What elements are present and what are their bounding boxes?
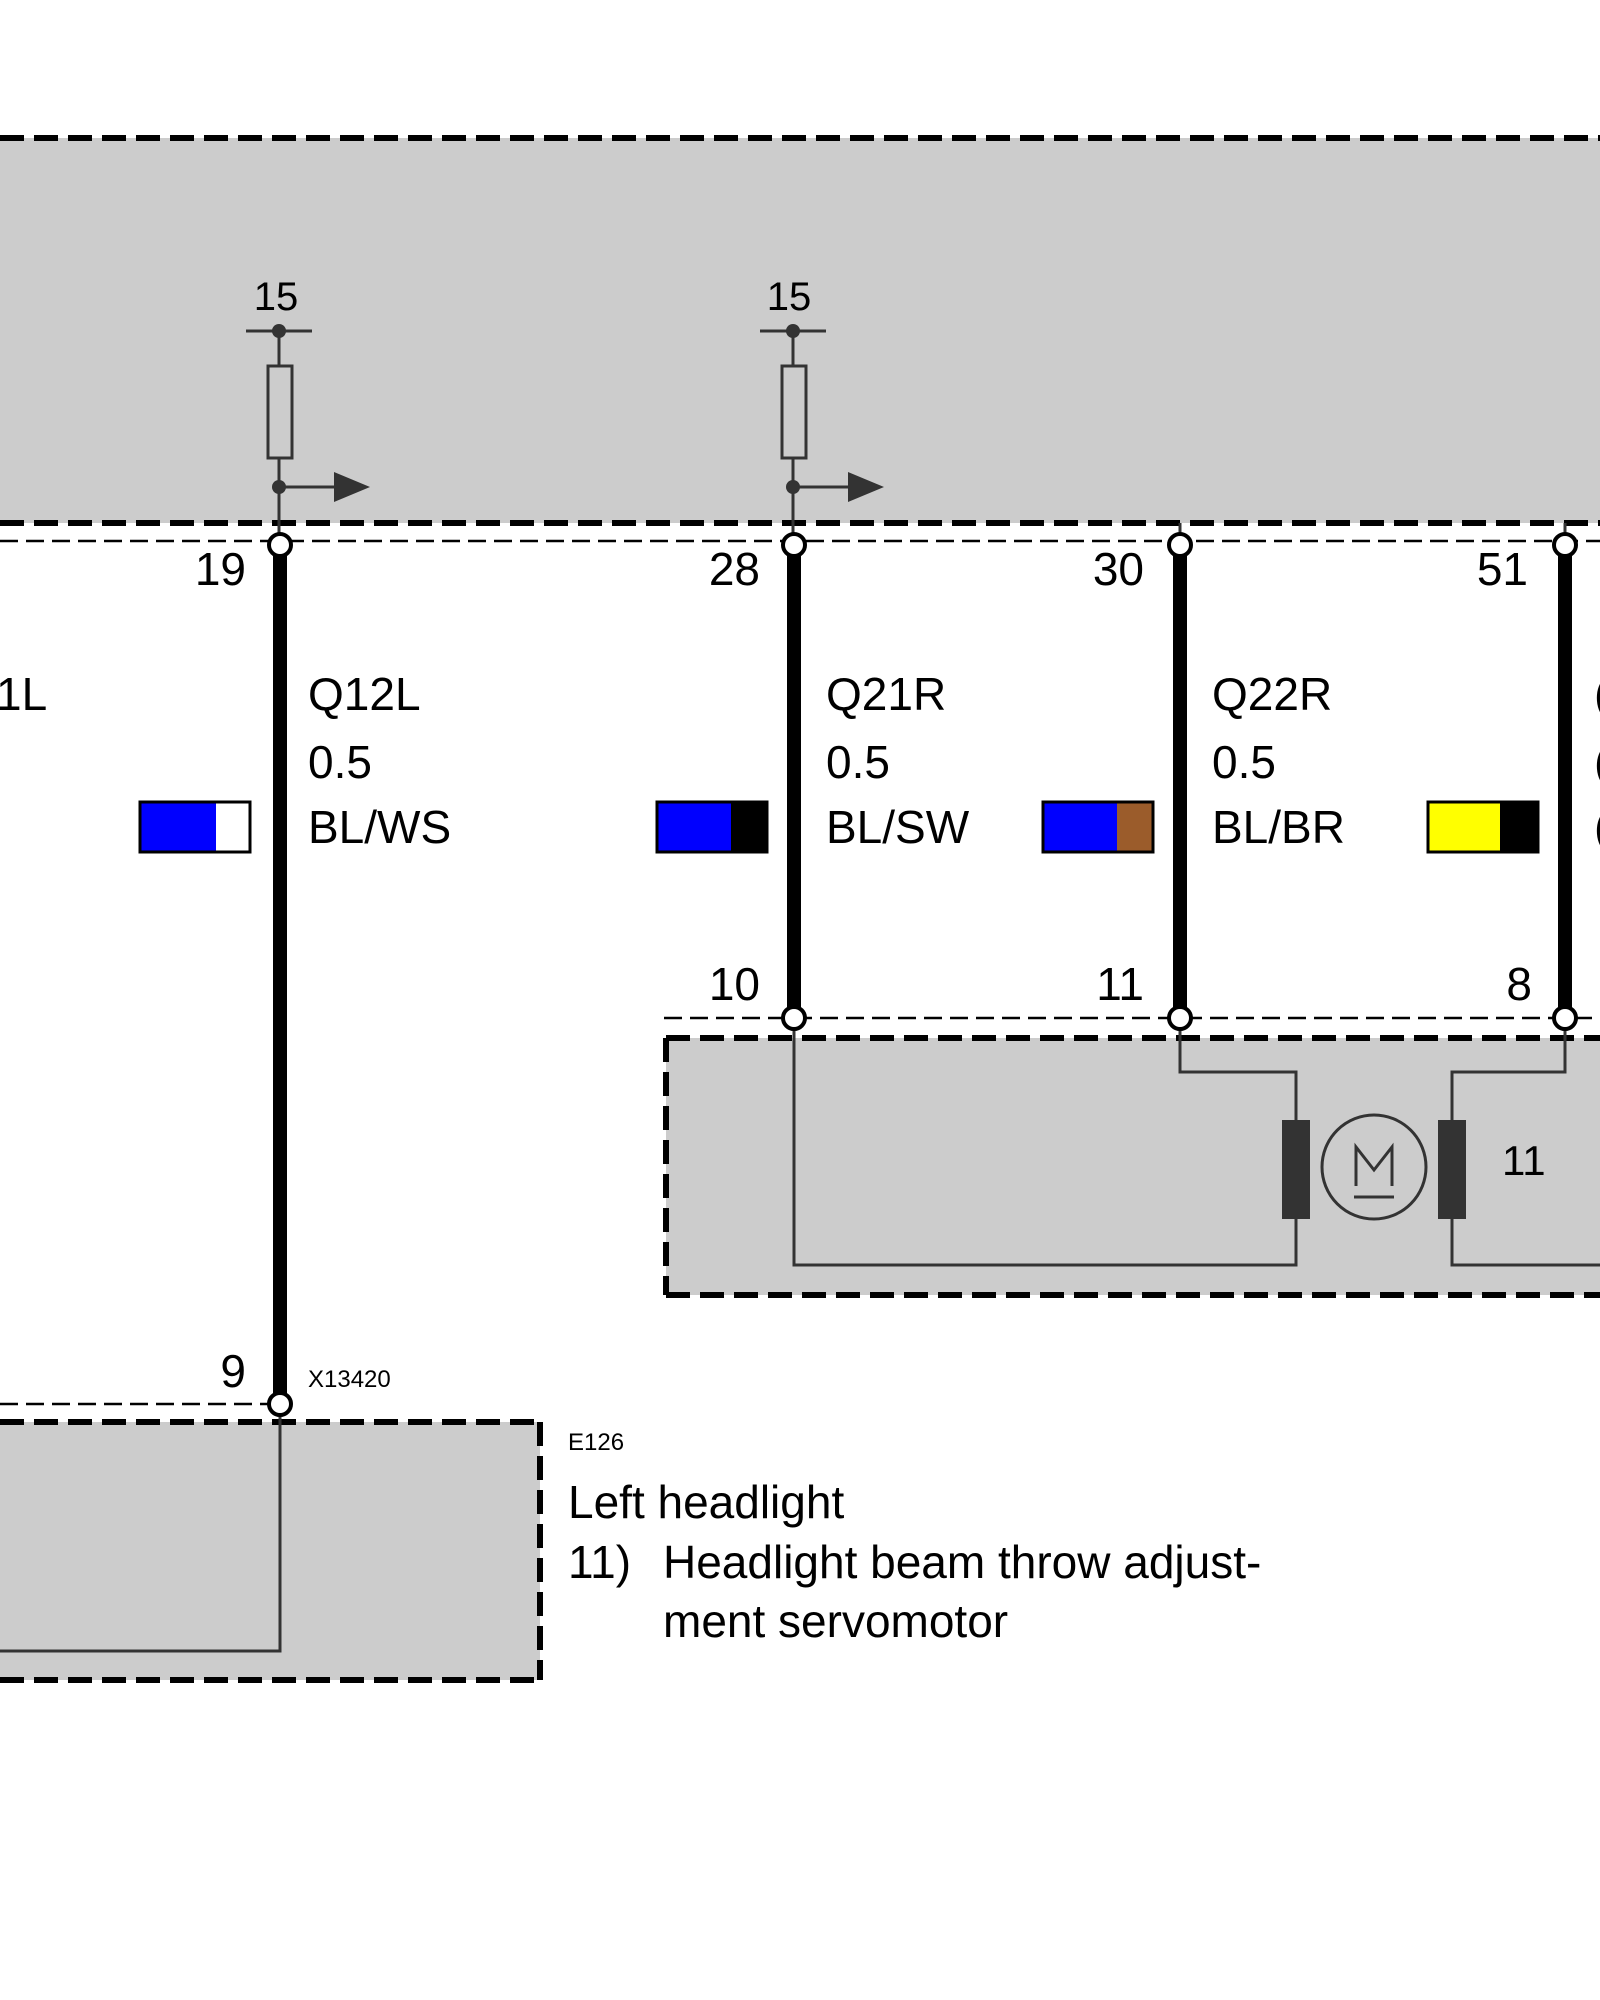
svg-text:BL/WS: BL/WS — [308, 801, 451, 853]
swatch-bl-br — [1041, 800, 1155, 854]
pin-9-label: 9 — [220, 1345, 246, 1397]
control-module-box — [0, 135, 1600, 543]
servo-pin-terminals — [781, 1005, 1578, 1031]
svg-text:0.5: 0.5 — [308, 736, 372, 788]
connector-label: X13420 — [308, 1366, 391, 1393]
svg-text:BL/BR: BL/BR — [1212, 801, 1345, 853]
swatch-bl-ws — [138, 800, 252, 854]
wire-label-right-partial: ( ( ( — [1594, 668, 1600, 853]
swatch-bl-sw — [655, 800, 769, 854]
component-code: E126 — [568, 1429, 624, 1456]
servo-internal-wiring — [792, 1018, 1600, 1267]
svg-text:Q12L: Q12L — [308, 668, 421, 720]
servomotor-symbol — [1282, 1113, 1466, 1221]
svg-text:Q22R: Q22R — [1212, 668, 1332, 720]
svg-text:15: 15 — [254, 275, 299, 319]
pin-30-label: 30 — [1093, 543, 1144, 595]
pin-11-label: 11 — [1096, 958, 1144, 1010]
swatch-ge-sw — [1426, 800, 1540, 854]
wire-label-q12l: Q12L 0.5 BL/WS — [308, 668, 451, 853]
component-note-line-1: Headlight beam throw adjust- — [663, 1536, 1261, 1588]
top-pin-terminals — [267, 532, 1578, 558]
svg-text:(: ( — [1594, 801, 1600, 853]
wire-id-partial: 1L — [0, 668, 47, 720]
svg-text:0.5: 0.5 — [826, 736, 890, 788]
pin-19-label: 19 — [195, 543, 246, 595]
pin-10-label: 10 — [709, 958, 760, 1010]
pin-28-label: 28 — [709, 543, 760, 595]
servo-reference-label: 11 — [1502, 1137, 1546, 1184]
supply-resistor-2: 15 — [760, 275, 884, 545]
headlight-pin-terminal — [267, 1391, 293, 1417]
pin-8-label: 8 — [1506, 958, 1532, 1010]
component-note-number: 11) — [568, 1536, 631, 1588]
pin-51-label: 51 — [1477, 543, 1528, 595]
wire-label-q22r: Q22R 0.5 BL/BR — [1212, 668, 1345, 853]
component-name: Left headlight — [568, 1476, 844, 1528]
svg-text:Q21R: Q21R — [826, 668, 946, 720]
supply-resistor-1: 15 — [246, 275, 370, 545]
svg-text:0.5: 0.5 — [1212, 736, 1276, 788]
wire-label-q21r: Q21R 0.5 BL/SW — [826, 668, 970, 853]
headlight-module-box — [0, 1402, 543, 1683]
svg-text:(: ( — [1594, 736, 1600, 788]
svg-text:BL/SW: BL/SW — [826, 801, 970, 853]
component-note-line-2: ment servomotor — [663, 1595, 1008, 1647]
svg-text:15: 15 — [767, 275, 812, 319]
svg-text:(: ( — [1594, 668, 1600, 720]
